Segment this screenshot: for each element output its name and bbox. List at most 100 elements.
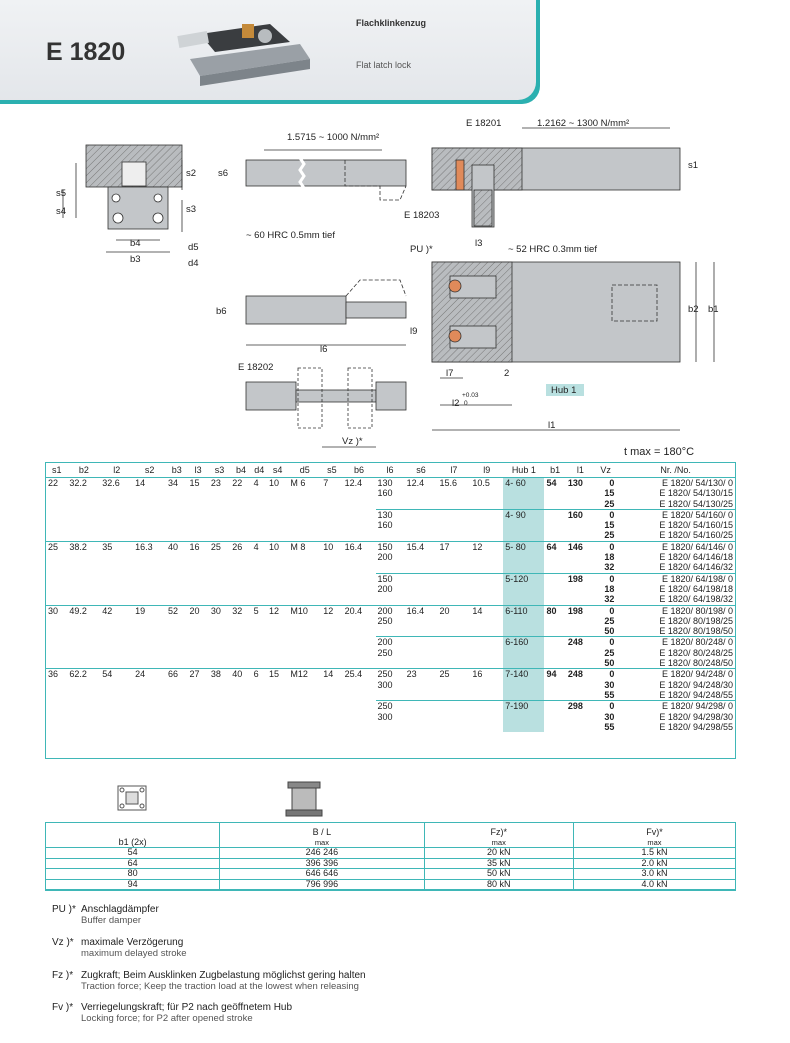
table-cell [343,562,376,573]
table-cell: 54 [100,668,134,680]
column-header: b4 [230,463,252,478]
table-cell [100,584,133,594]
table-cell: 50 [604,658,615,669]
table-cell: M10 [288,604,322,616]
table-cell [230,530,251,541]
table-cell [230,680,251,690]
table-cell: 10 [266,540,289,553]
table-cell: 55 [604,721,615,732]
table-cell: 15.6 [439,478,457,488]
table-cell [321,584,342,594]
table-cell: E 1820/ 54/160/15 [659,520,733,531]
column-header: l2 [100,463,134,478]
table-cell [46,520,67,530]
table-cell: 3.0 kN [572,868,735,880]
table-cell [67,573,100,584]
table-cell [187,552,208,562]
table-cell [437,488,470,498]
table-cell: 10 [268,478,279,488]
table-cell [100,722,133,732]
hub-cell [503,679,545,690]
header-main: B / L [312,827,332,837]
header-banner: E 1820 Flachklinkenzug Flat latch lock [0,0,540,104]
table-cell [437,530,470,541]
table-cell [133,594,166,605]
table-cell: 20 [437,604,471,616]
table-cell: 80 [544,604,566,616]
hub-cell: 4- 60 [503,477,545,489]
table-cell [230,573,251,584]
table-cell: 14 [470,604,504,616]
table-cell: E 1820/ 94/248/55 [659,689,733,700]
table-cell: E 1820/ 54/130/15 [659,488,733,499]
table-cell: 2.0 kN [572,858,735,869]
table-cell [321,499,342,510]
table-cell [252,658,267,669]
table-cell: 1.5 kN [572,847,735,859]
table-cell [343,499,376,510]
dim-d5: d5 [188,242,199,253]
table-cell: 54 [546,478,557,488]
table-cell [376,562,405,573]
table-cell [544,584,565,594]
table-cell [46,648,67,658]
dim-hub1: Hub 1 [551,385,577,396]
front-view-icon [117,785,147,811]
table-cell: 80 [46,868,220,880]
table-cell: E 1820/ 54/130/25 [659,498,733,509]
table-cell [267,712,288,722]
table-cell: 12.4 [344,478,363,488]
table-cell [343,488,376,498]
table-cell [230,520,251,530]
table-cell: 12 [321,604,343,616]
table-cell [252,499,267,510]
table-cell [566,712,595,722]
table-cell [405,499,438,510]
table-cell [321,680,342,690]
dim-s3: s3 [186,204,197,215]
table-cell [267,488,288,498]
table-cell: E 1820/ 80/198/50 [659,626,733,637]
table-cell [566,594,595,605]
dim-2: 2 [504,368,510,379]
table-cell [133,509,166,520]
table-cell: 36 [46,668,68,680]
press-icon [285,781,323,817]
table-cell: E 1820/ 80/248/ 0 [616,636,735,648]
table-cell [288,520,321,530]
table-cell [67,488,100,498]
table-cell: M 8 [288,540,322,553]
table-cell [288,488,321,498]
table-cell [288,712,321,722]
table-cell [321,701,342,712]
table-cell: 32 [230,604,252,616]
table-cell: 22 [232,478,243,488]
table-cell [405,680,438,690]
table-cell: 15 [189,478,200,488]
table-cell [470,636,504,648]
table-cell [566,680,595,690]
product-image [177,24,310,86]
table-cell [67,626,100,637]
table-cell [321,722,342,732]
table-cell [187,701,208,712]
table-cell: 250 [375,700,405,712]
footnote: Fz )*Zugkraft; Beim Ausklinken Zugbelast… [52,970,366,992]
table-cell: 10.5 [472,478,490,488]
table-cell [100,552,133,562]
table-cell [405,530,438,541]
table-cell: 26 [230,540,252,553]
table-cell [376,626,405,637]
table-cell [230,616,251,626]
table-cell [470,562,503,573]
label-steel-1-2162: 1.2162 ~ 1300 N/mm² [537,118,630,129]
table-cell [252,520,267,530]
table-cell [252,690,267,701]
table-cell [100,499,133,510]
